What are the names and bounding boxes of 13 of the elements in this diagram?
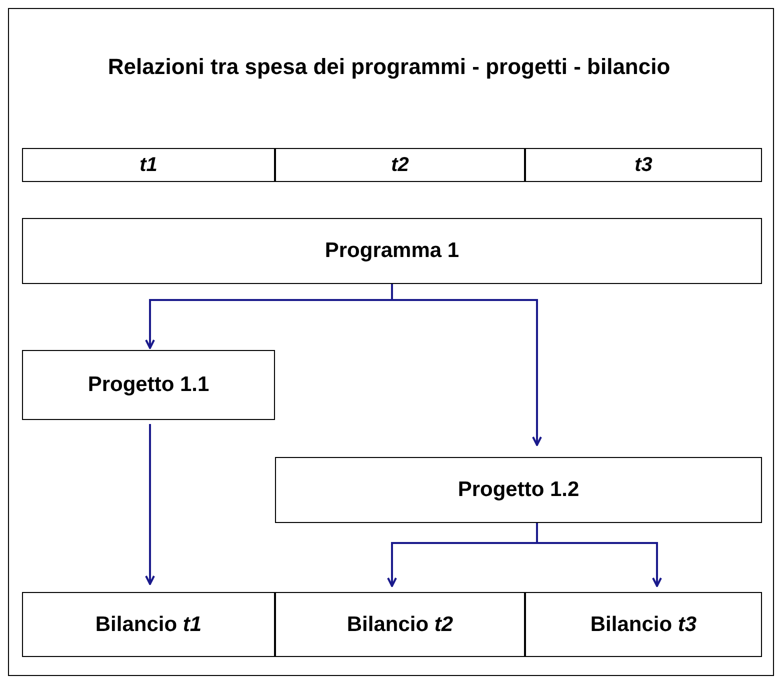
budget-cell: Bilancio t3	[525, 592, 762, 657]
time-cell: t2	[275, 148, 525, 182]
time-cell: t1	[22, 148, 275, 182]
program-box: Programma 1	[22, 218, 762, 284]
project-box: Progetto 1.2	[275, 457, 762, 523]
time-cell: t3	[525, 148, 762, 182]
arrow	[536, 523, 662, 587]
project-box: Progetto 1.1	[22, 350, 275, 420]
budget-cell: Bilancio t1	[22, 592, 275, 657]
arrow	[391, 284, 542, 446]
diagram-title: Relazioni tra spesa dei programmi - progetti - bilancio	[106, 53, 672, 81]
budget-cell: Bilancio t2	[275, 592, 525, 657]
arrow	[145, 424, 155, 585]
